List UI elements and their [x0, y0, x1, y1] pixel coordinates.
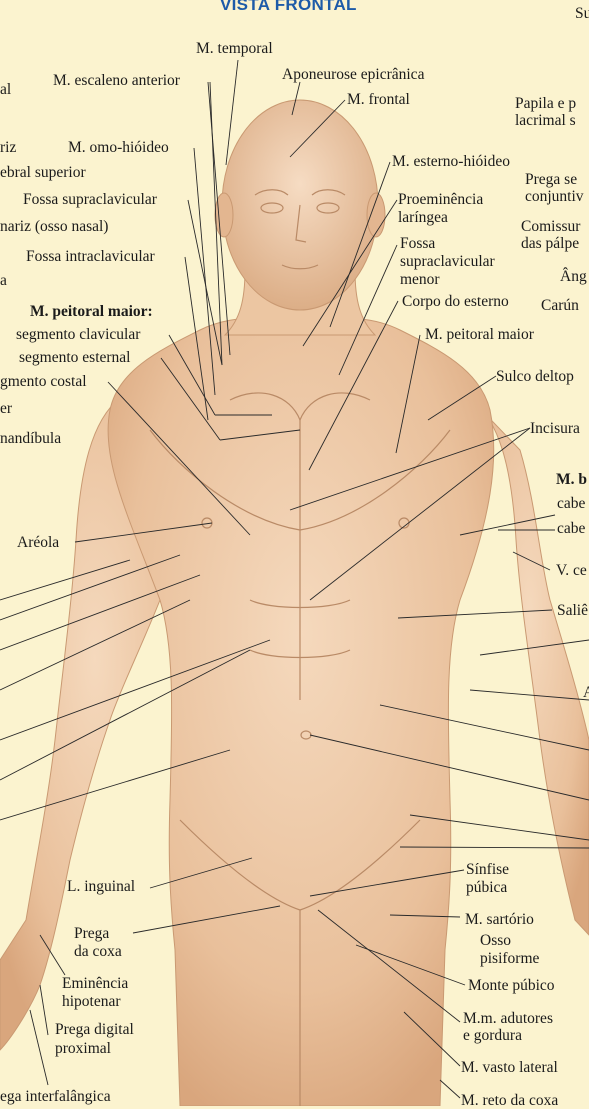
diagram-title: VISTA FRONTAL: [220, 0, 357, 15]
label-proem-2: laríngea: [398, 209, 448, 226]
label-cabe-1: cabe: [557, 495, 585, 512]
label-corpo-esterno: Corpo do esterno: [402, 293, 509, 310]
label-fossa-menor-3: menor: [400, 271, 440, 288]
label-left-5: a: [0, 272, 7, 289]
label-eminencia-1: Eminência: [62, 975, 128, 992]
label-a-cut: A: [583, 684, 589, 701]
label-vasto: M. vasto lateral: [461, 1059, 558, 1076]
label-incisura: Incisura: [530, 420, 580, 437]
label-comissura-2: das pálpe: [521, 235, 579, 252]
label-prega-se-2: conjuntiv: [525, 188, 584, 205]
label-adutores-2: e gordura: [463, 1027, 522, 1044]
label-left-3: ebral superior: [0, 164, 86, 181]
label-fossa-menor-1: Fossa: [400, 235, 435, 252]
label-comissura-1: Comissur: [521, 218, 580, 235]
label-sinfise-2: púbica: [466, 879, 507, 896]
label-proem-1: Proeminência: [398, 191, 483, 208]
label-sinfise-1: Sínfise: [466, 861, 509, 878]
label-reto-coxa: M. reto da coxa: [461, 1092, 558, 1109]
label-left-1: al: [0, 81, 11, 98]
label-seg-est: segmento esternal: [19, 349, 130, 366]
label-l-inguinal: L. inguinal: [67, 878, 135, 895]
label-papila-2: lacrimal s: [515, 112, 576, 129]
label-left-4: nariz (osso nasal): [0, 218, 108, 235]
label-prega-coxa-2: da coxa: [74, 943, 122, 960]
label-left-6: er: [0, 400, 12, 417]
label-pisiforme-1: Osso: [480, 932, 511, 949]
label-prega-digital-2: proximal: [55, 1040, 111, 1057]
label-interfal: ega interfalângica: [0, 1088, 111, 1105]
label-seg-costal: gmento costal: [0, 373, 87, 390]
label-angulo: Âng: [560, 268, 587, 285]
label-seg-clav: segmento clavicular: [16, 326, 140, 343]
label-adutores-1: M.m. adutores: [463, 1010, 553, 1027]
label-su-cut: Su: [575, 5, 589, 22]
label-fossa-menor-2: supraclavicular: [400, 253, 495, 270]
label-prega-digital-1: Prega digital: [55, 1021, 134, 1038]
label-omo: M. omo-hióideo: [68, 139, 169, 156]
label-m-b: M. b: [556, 471, 587, 488]
label-cabe-2: cabe: [557, 520, 585, 537]
label-peitoral-header: M. peitoral maior:: [30, 303, 153, 320]
label-fossa-supra: Fossa supraclavicular: [23, 191, 157, 208]
label-monte: Monte púbico: [468, 977, 555, 994]
label-esterno-hioideo: M. esterno-hióideo: [392, 153, 510, 170]
label-aponeurose: Aponeurose epicrânica: [282, 66, 424, 83]
label-frontal: M. frontal: [347, 91, 410, 108]
label-v-ce: V. ce: [556, 562, 587, 579]
label-fossa-intra: Fossa intraclavicular: [26, 248, 155, 265]
label-sartorio: M. sartório: [465, 911, 534, 928]
label-escaleno: M. escaleno anterior: [53, 72, 180, 89]
label-pisiforme-2: pisiforme: [480, 950, 539, 967]
label-prega-coxa-1: Prega: [74, 925, 109, 942]
label-eminencia-2: hipotenar: [62, 993, 121, 1010]
label-caruncula: Carún: [541, 297, 579, 314]
label-papila-1: Papila e p: [515, 95, 576, 112]
label-prega-se-1: Prega se: [525, 171, 577, 188]
label-salie: Saliê: [557, 602, 588, 619]
label-left-2: riz: [0, 139, 16, 156]
label-sulco-delto: Sulco deltop: [496, 368, 574, 385]
label-peitoral-maior: M. peitoral maior: [425, 326, 534, 343]
label-temporal: M. temporal: [196, 40, 273, 57]
label-areola: Aréola: [17, 534, 59, 551]
label-left-7: nandíbula: [0, 430, 61, 447]
